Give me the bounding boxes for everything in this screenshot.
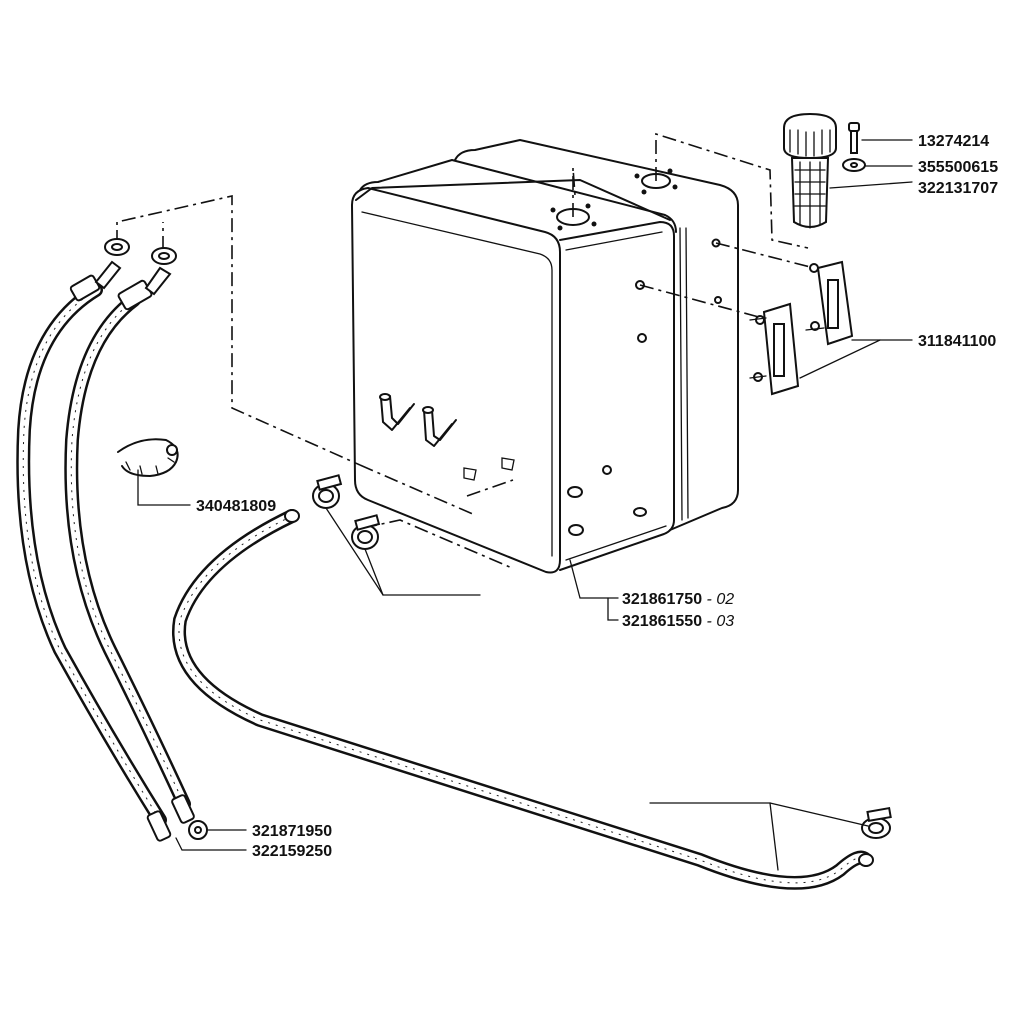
callout-leaders — [137, 139, 913, 871]
washer — [842, 158, 866, 172]
filler-cap-filter — [783, 112, 837, 229]
label-tank-03: 321861550 - 03 — [622, 613, 734, 630]
label-hose-clip: 340481809 — [196, 498, 276, 515]
label-hose-a: 321871950 — [252, 823, 332, 840]
label-washer: 355500615 — [918, 159, 998, 176]
bolt — [848, 122, 860, 154]
callout-labels: 13274214 355500615 322131707 311841100 3… — [196, 133, 998, 860]
return-hoses — [16, 238, 208, 842]
label-filler-filter: 322131707 — [918, 180, 998, 197]
label-tank-02: 321861750 - 02 — [622, 591, 734, 608]
hose-clamp-right — [861, 806, 892, 839]
sight-gauge-upper — [805, 260, 854, 346]
sight-gauge-lower — [749, 302, 800, 396]
hose-clamp-upper — [312, 474, 343, 509]
label-bolt: 13274214 — [918, 133, 989, 150]
hose-clip — [117, 438, 179, 477]
fuel-tank — [351, 139, 739, 574]
hose-clamp-lower — [351, 514, 381, 550]
label-hose-b: 322159250 — [252, 843, 332, 860]
label-sight-gauge: 311841100 — [918, 333, 996, 350]
fuel-hose — [172, 509, 874, 890]
bolt-holes — [550, 168, 678, 231]
